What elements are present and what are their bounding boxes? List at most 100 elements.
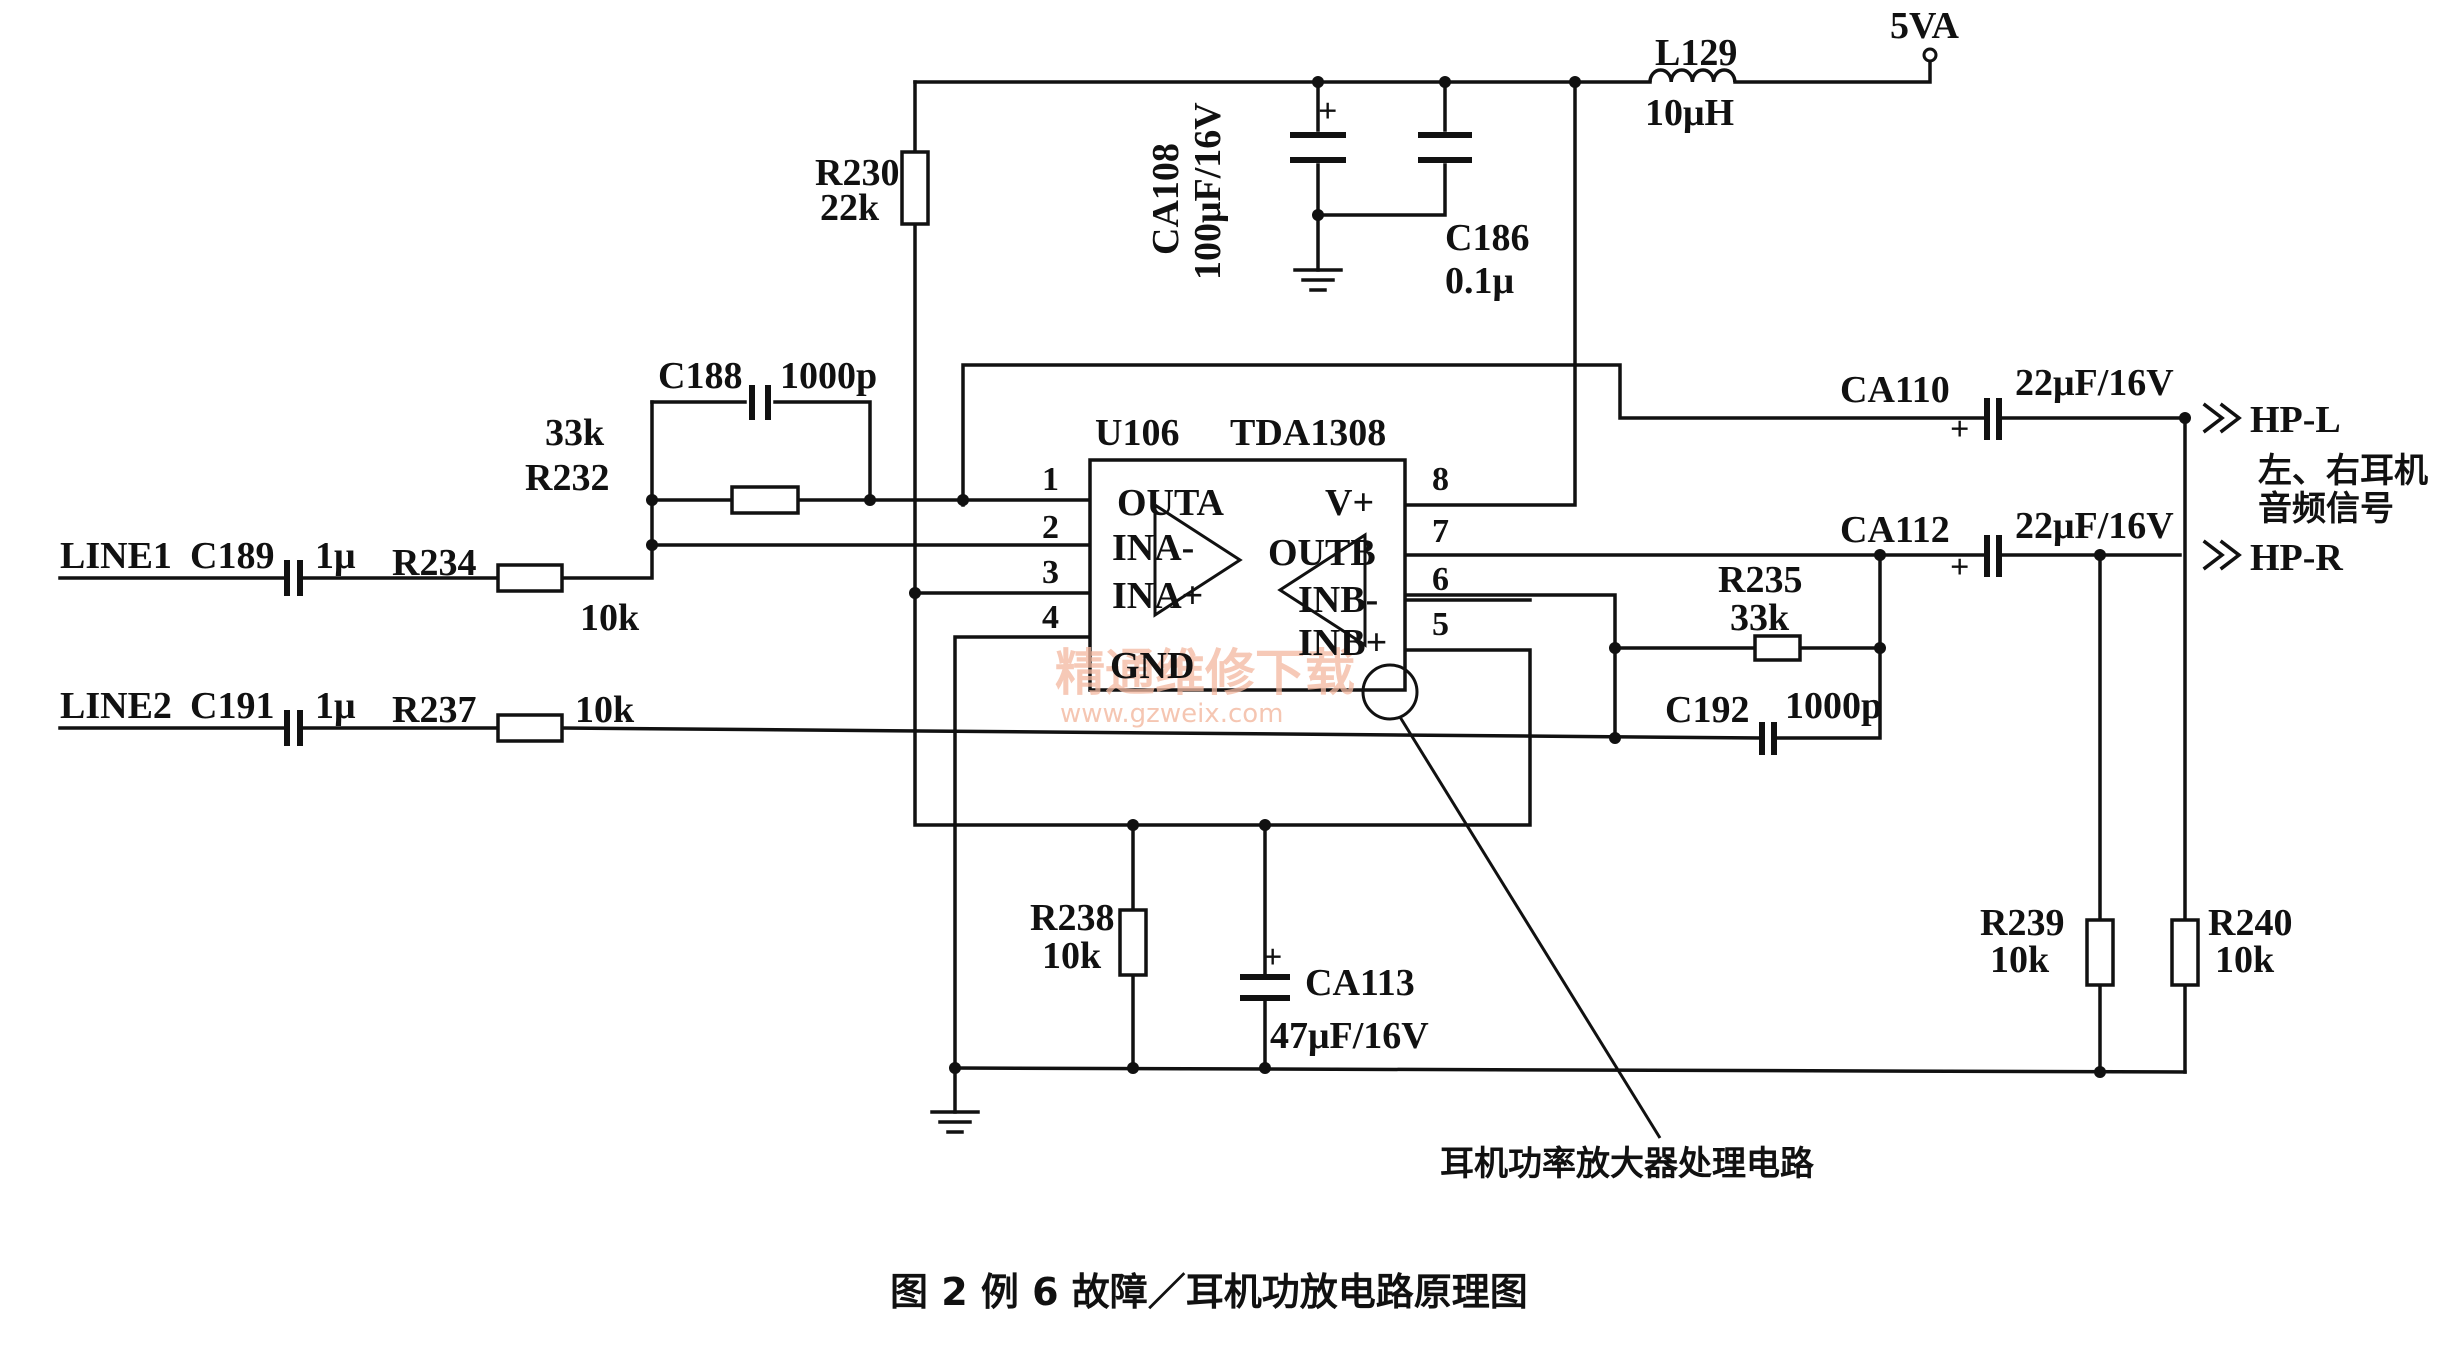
label-ca108-ref: CA108 [1145, 143, 1187, 255]
label-c186-ref: C186 [1445, 217, 1529, 259]
op-amp-a-symbol [1153, 502, 1243, 618]
pin-2-number: 2 [1042, 509, 1059, 546]
label-5va: 5VA [1890, 5, 1960, 47]
label-ca108-val: 100μF/16V [1187, 102, 1229, 280]
pin-7-number: 7 [1432, 513, 1449, 550]
resistor-r237 [496, 713, 564, 743]
junction-dots [646, 76, 2191, 1078]
callout-circle [1361, 663, 1419, 721]
pin-1-number: 1 [1042, 461, 1059, 498]
capacitor-c188 [749, 385, 771, 420]
label-r238-val: 10k [1042, 935, 1102, 977]
label-ca110-plus: + [1950, 411, 1969, 448]
pin-8-name: V+ [1325, 482, 1374, 524]
label-ca110-val: 22μF/16V [2015, 362, 2174, 404]
pin-3-number: 3 [1042, 554, 1059, 591]
pin-8-number: 8 [1432, 461, 1449, 498]
capacitor-ca112 [1984, 535, 2002, 577]
watermark-url: www.gzweix.com [1060, 699, 1284, 729]
label-r239-ref: R239 [1980, 902, 2064, 944]
resistor-r235 [1753, 634, 1802, 662]
label-c192-val: 1000p [1785, 685, 1882, 727]
label-hp-r: HP-R [2250, 537, 2343, 579]
label-r237-val: 10k [575, 689, 635, 731]
label-r230-val: 22k [820, 187, 880, 229]
label-r240-ref: R240 [2208, 902, 2292, 944]
label-r237-ref: R237 [392, 689, 476, 731]
pin-5-name: INB+ [1298, 622, 1387, 664]
capacitor-c186 [1418, 132, 1472, 163]
label-ca112-val: 22μF/16V [2015, 505, 2174, 547]
ic-body [1088, 458, 1407, 692]
label-ca108-plus: + [1318, 93, 1337, 130]
output-arrow-hp-l [2202, 402, 2242, 434]
ic-u106 [1088, 458, 1407, 692]
label-c188-val: 1000p [780, 355, 877, 397]
label-r232-val: 33k [545, 412, 605, 454]
label-r234-ref: R234 [392, 542, 476, 584]
label-c191-val: 1μ [315, 685, 356, 727]
pin-7-name: OUTB [1268, 532, 1376, 574]
ground-symbol-bottom [930, 1110, 980, 1134]
label-ic-ref: U106 [1095, 412, 1179, 454]
label-line2: LINE2 [60, 685, 172, 727]
pin-6-name: INB- [1298, 579, 1378, 621]
label-l129-ref: L129 [1655, 32, 1737, 74]
label-r230-ref: R230 [815, 152, 899, 194]
capacitor-c191 [284, 710, 303, 746]
label-r238-ref: R238 [1030, 897, 1114, 939]
label-c192-ref: C192 [1665, 689, 1749, 731]
label-c191-ref: C191 [190, 685, 274, 727]
capacitor-ca113 [1240, 974, 1290, 1001]
label-hp-l: HP-L [2250, 399, 2341, 441]
wiring [58, 58, 2187, 1114]
resistor-r234 [496, 563, 564, 593]
label-ca112-plus: + [1950, 549, 1969, 586]
capacitor-c189 [284, 560, 303, 596]
callout-label: 耳机功率放大器处理电路 [1440, 1144, 1815, 1184]
supply-terminal-5va [1922, 47, 1938, 63]
pin-4-name: GND [1110, 645, 1194, 687]
capacitor-ca110 [1984, 398, 2002, 440]
label-r235-ref: R235 [1718, 559, 1802, 601]
label-r235-val: 33k [1730, 597, 1790, 639]
label-c186-val: 0.1μ [1445, 260, 1515, 302]
label-r234-val: 10k [580, 597, 640, 639]
resistor-r239 [2085, 918, 2115, 987]
label-c188-ref: C188 [658, 355, 742, 397]
op-amp-b-symbol [1277, 532, 1367, 648]
pin-6-number: 6 [1432, 561, 1449, 598]
pin-2-name: INA- [1112, 527, 1194, 569]
resistor-r240 [2170, 918, 2200, 987]
watermark-text: 精通维修下载 [1055, 644, 1355, 702]
resistor-r232 [730, 485, 800, 515]
pin-5-number: 5 [1432, 606, 1449, 643]
ground-symbol-top [1293, 268, 1343, 292]
label-l129-val: 10μH [1645, 92, 1734, 134]
label-c189-ref: C189 [190, 535, 274, 577]
label-ca110-ref: CA110 [1840, 369, 1950, 411]
figure-caption: 图 2 例 6 故障／耳机功放电路原理图 [890, 1270, 1528, 1314]
pin-4-number: 4 [1042, 599, 1059, 636]
output-arrow-hp-r [2202, 539, 2242, 571]
label-ca113-plus: + [1263, 939, 1282, 976]
label-r240-val: 10k [2215, 939, 2275, 981]
callout-leader [1398, 716, 1662, 1139]
label-c189-val: 1μ [315, 535, 356, 577]
label-ca113-ref: CA113 [1305, 962, 1415, 1004]
label-ca112-ref: CA112 [1840, 509, 1950, 551]
resistor-r230 [900, 150, 930, 226]
label-r232-ref: R232 [525, 457, 609, 499]
pin-1-name: OUTA [1117, 482, 1225, 524]
label-line1: LINE1 [60, 535, 172, 577]
label-ic-part: TDA1308 [1230, 412, 1386, 454]
capacitor-c192 [1759, 722, 1777, 755]
resistor-r238 [1118, 908, 1148, 977]
label-r239-val: 10k [1990, 939, 2050, 981]
label-output-note-2: 音频信号 [2258, 489, 2394, 529]
pin-3-name: INA+ [1112, 575, 1203, 617]
label-output-note-1: 左、右耳机 [2258, 451, 2428, 491]
label-ca113-val: 47μF/16V [1270, 1015, 1429, 1057]
capacitor-ca108 [1290, 132, 1346, 163]
